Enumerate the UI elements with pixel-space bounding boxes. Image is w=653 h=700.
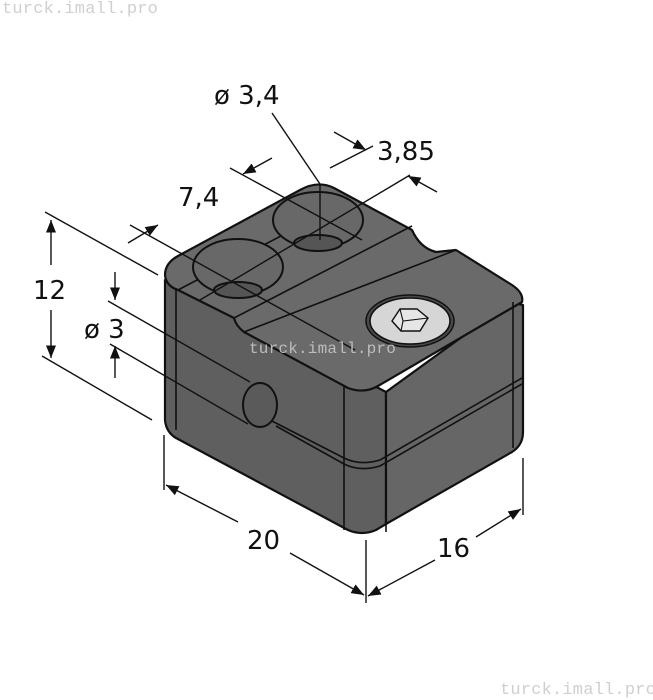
cable-hole xyxy=(242,382,278,428)
side-face xyxy=(384,300,525,526)
mounting-hole-left xyxy=(192,238,284,299)
dim-length: 20 xyxy=(247,526,280,556)
hex-socket-screw-icon xyxy=(365,294,455,348)
mounting-hole-right xyxy=(272,191,364,252)
dim-hole-spacing: 7,4 xyxy=(178,183,219,213)
dim-cable-diameter: ø 3 xyxy=(84,315,125,345)
watermark-center: turck.imall.pro xyxy=(249,340,397,358)
split-seam xyxy=(269,377,523,464)
dim-hole-offset: 3,85 xyxy=(377,137,435,167)
dim-width: 16 xyxy=(437,534,470,564)
dim-height: 12 xyxy=(33,276,66,306)
watermark-bottom-right: turck.imall.pro xyxy=(500,681,653,700)
top-groove-edge xyxy=(233,225,413,319)
watermark-top-left: turck.imall.pro xyxy=(2,0,159,19)
block-body xyxy=(163,183,525,535)
dimension-annotations xyxy=(41,112,524,603)
dim-hole-diameter: ø 3,4 xyxy=(214,81,280,111)
